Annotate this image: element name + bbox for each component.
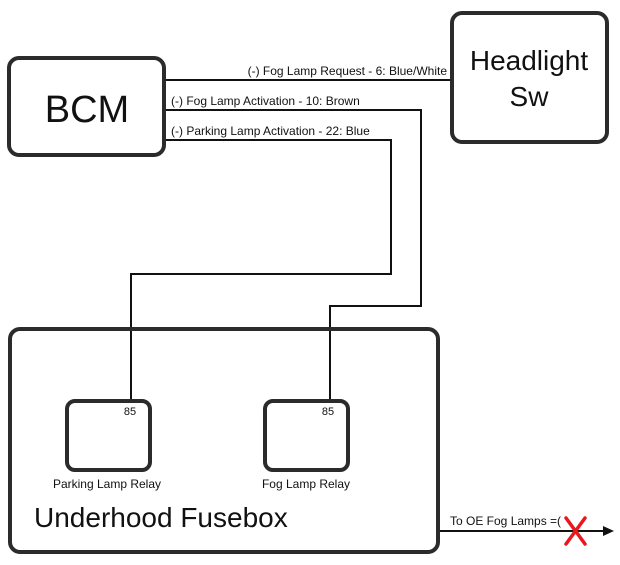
output-label: To OE Fog Lamps =( [450, 514, 561, 528]
arrow-head-icon [603, 526, 614, 536]
wire-label-fog-lamp-request: (-) Fog Lamp Request - 6: Blue/White [248, 64, 448, 78]
fog-lamp-relay-box [263, 399, 350, 472]
parking-lamp-relay-pin: 85 [124, 406, 136, 418]
wire-label-fog-lamp-activation: (-) Fog Lamp Activation - 10: Brown [171, 94, 360, 108]
headlight-switch-label-line1: Headlight [470, 45, 589, 76]
underhood-fusebox-box [8, 327, 440, 554]
x-mark-icon [564, 516, 587, 546]
headlight-switch-label-line2: Sw [510, 81, 550, 112]
wire-label-parking-lamp-activation: (-) Parking Lamp Activation - 22: Blue [171, 124, 370, 138]
bcm-label: BCM [45, 89, 129, 131]
headlight-switch-box [450, 11, 609, 144]
fog-lamp-relay-pin: 85 [322, 406, 334, 418]
parking-lamp-relay-box [65, 399, 152, 472]
wire-fog-lamp-activation [164, 109, 422, 402]
underhood-fusebox-label: Underhood Fusebox [34, 502, 288, 533]
fog-lamp-relay-label: Fog Lamp Relay [262, 477, 350, 491]
bcm-box [7, 56, 166, 157]
parking-lamp-relay-label: Parking Lamp Relay [53, 477, 161, 491]
wire-parking-lamp-activation [130, 139, 392, 402]
